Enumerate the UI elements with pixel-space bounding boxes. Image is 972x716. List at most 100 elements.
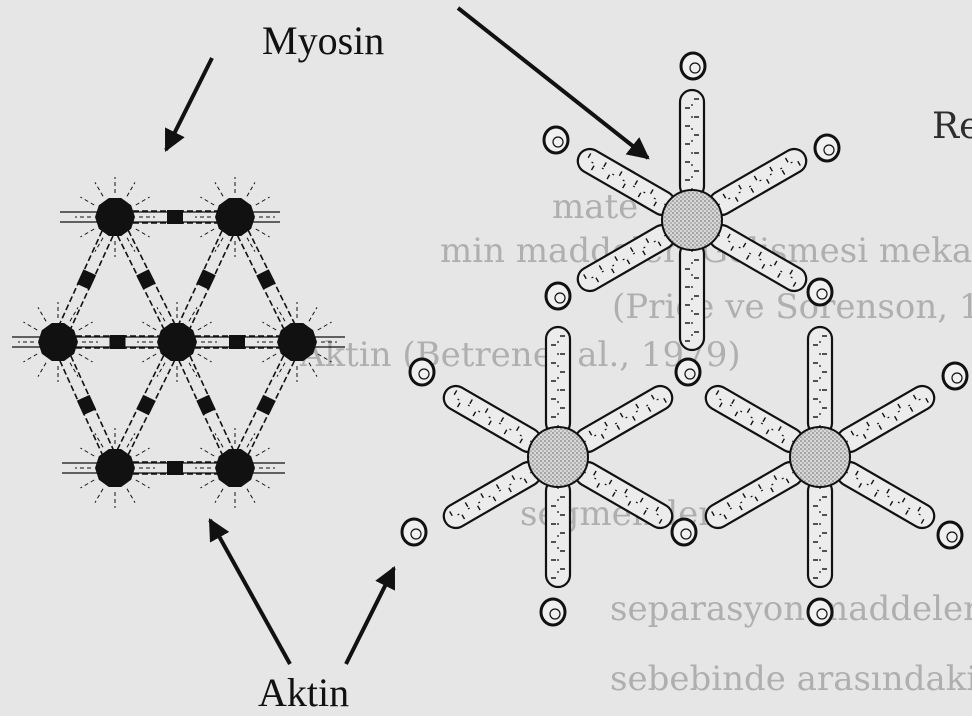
arm-tick xyxy=(456,402,461,408)
node-spike xyxy=(126,182,136,197)
node-spike xyxy=(200,479,215,489)
actin-ring xyxy=(679,51,707,81)
arm-tick xyxy=(773,260,778,266)
arm-tick xyxy=(738,184,742,190)
arm-tick xyxy=(649,189,654,195)
actin-ring-inner xyxy=(680,528,692,540)
node-spike xyxy=(80,228,95,238)
node-spike xyxy=(255,479,270,489)
arm-tick xyxy=(488,420,492,426)
arm-tick xyxy=(715,390,720,396)
arm-outline xyxy=(574,384,674,454)
arm-tick xyxy=(645,238,650,244)
arm-tick xyxy=(909,406,914,412)
actin-filament-dot xyxy=(256,394,276,416)
thin-filament-edge xyxy=(170,344,231,471)
arm-tick xyxy=(784,157,789,163)
arm-tick xyxy=(503,429,508,435)
arm-tick xyxy=(658,518,663,524)
arm-tick xyxy=(726,502,731,508)
actin-ring-inner xyxy=(946,531,958,543)
aktin-arrow-right xyxy=(344,566,396,665)
thin-filament-edge xyxy=(239,344,304,472)
node-spike xyxy=(317,353,332,363)
actin-ring xyxy=(674,357,702,387)
arm-tick xyxy=(730,245,735,251)
arm-tick xyxy=(746,408,751,414)
actin-filament xyxy=(544,281,572,311)
actin-ring-inner xyxy=(816,608,828,620)
node-spike xyxy=(308,362,318,377)
actin-filament xyxy=(400,517,428,547)
annotations: Myosin Aktin xyxy=(164,6,650,715)
arm-tick xyxy=(855,470,859,476)
arm-tick xyxy=(453,390,458,396)
arm-tick xyxy=(449,511,453,517)
arm-tick xyxy=(611,491,616,497)
node-spike xyxy=(188,362,198,377)
arm-tick xyxy=(583,274,587,280)
crossbridge-arm xyxy=(704,384,804,454)
node-spike xyxy=(69,362,79,377)
myofilament-lattice xyxy=(12,177,345,508)
node-spike xyxy=(126,488,136,503)
myosin-filament-node xyxy=(95,197,135,237)
arm-tick xyxy=(629,247,634,253)
arm-tick xyxy=(870,479,875,485)
arm-tick xyxy=(757,484,762,490)
node-spike xyxy=(246,433,256,448)
arm-tick xyxy=(624,488,628,494)
crossbridge-arm xyxy=(708,147,808,217)
myosin-filament-node xyxy=(215,448,255,488)
arm-outline xyxy=(836,384,936,454)
actin-filament-dot xyxy=(196,269,216,290)
arm-tick xyxy=(769,166,774,172)
thin-filament-edge xyxy=(108,219,173,346)
arm-tick xyxy=(881,412,886,418)
arm-tick xyxy=(850,430,855,436)
thin-filament-edge xyxy=(228,338,293,466)
arm-tick xyxy=(917,506,922,512)
node-spike xyxy=(156,307,166,322)
node-spike xyxy=(188,307,198,322)
crossbridge-arm xyxy=(678,240,706,352)
arm-tick xyxy=(472,411,477,417)
actin-ring-inner xyxy=(549,608,561,620)
arm-tick xyxy=(738,505,743,511)
node-spike xyxy=(197,321,212,331)
arm-tick xyxy=(590,165,595,171)
arm-tick xyxy=(650,394,655,400)
crossbridge-arm xyxy=(574,384,674,454)
myosin-filament-node xyxy=(157,322,197,362)
arm-tick xyxy=(765,429,770,435)
bleed-line-7: separasyon maddeler seperey ve xyxy=(610,589,972,629)
myosin-core xyxy=(789,426,851,488)
crossbridge-arm xyxy=(806,477,834,589)
crossbridge-arm xyxy=(442,384,542,454)
arm-tick xyxy=(663,397,667,403)
arm-tick xyxy=(484,408,489,414)
node-spike xyxy=(262,321,277,331)
thin-filament-edge xyxy=(181,339,242,466)
node-spike xyxy=(80,196,95,206)
myosin-label: Myosin xyxy=(262,18,384,63)
actin-filament-dot xyxy=(167,461,183,475)
actin-filament-dot xyxy=(196,394,216,416)
arm-tick xyxy=(711,511,715,517)
arm-tick xyxy=(785,478,790,484)
myosin-filament-node xyxy=(38,322,78,362)
thin-filament-edge xyxy=(239,213,304,340)
arm-tick xyxy=(789,269,794,275)
arm-tick xyxy=(862,433,867,439)
arm-tick xyxy=(587,153,592,159)
actin-ring-inner xyxy=(823,144,835,156)
arm-tick xyxy=(657,241,662,247)
arm-tick xyxy=(495,484,500,490)
actin-ring-inner xyxy=(951,372,963,384)
node-spike xyxy=(214,237,224,252)
thin-filament-edge xyxy=(62,339,122,466)
actin-ring xyxy=(408,357,436,387)
arm-tick xyxy=(894,415,898,421)
arm-tick xyxy=(858,482,863,488)
